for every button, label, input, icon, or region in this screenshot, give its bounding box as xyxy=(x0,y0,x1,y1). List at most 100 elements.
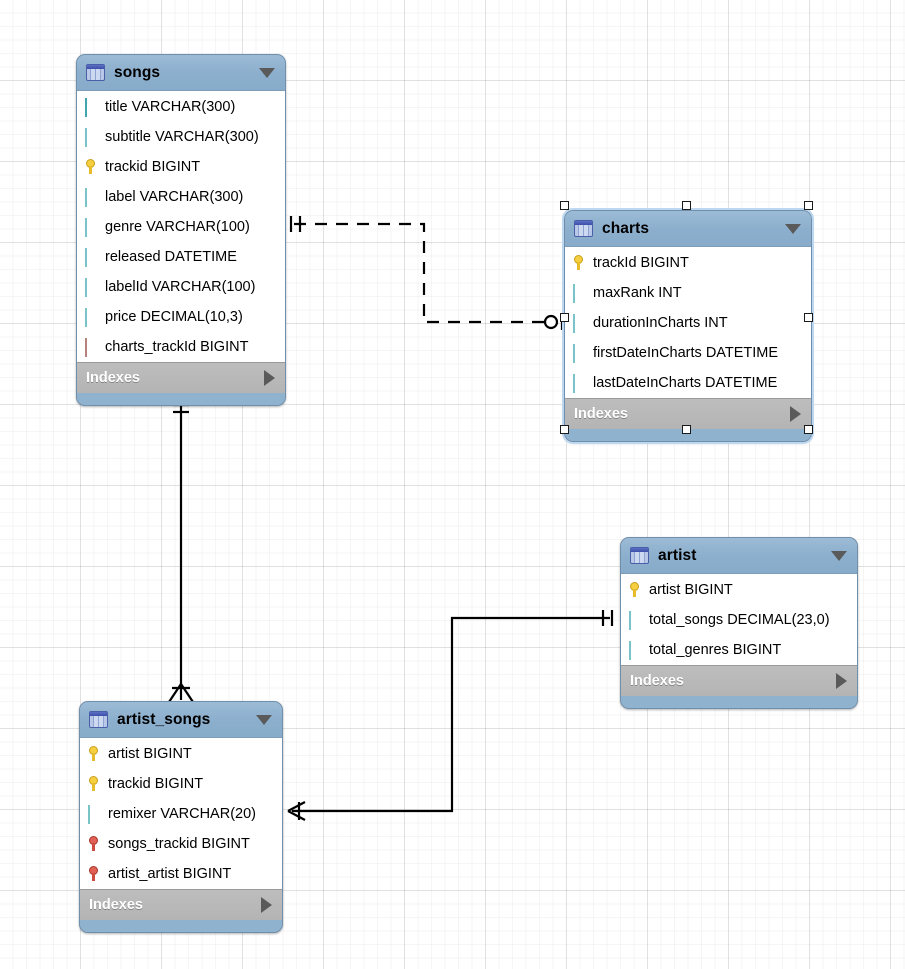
key-red-icon xyxy=(86,866,102,882)
table-title: artist xyxy=(658,546,697,564)
chevron-down-icon[interactable] xyxy=(831,550,847,561)
table-row[interactable]: lastDateInCharts DATETIME xyxy=(565,368,811,398)
table-row[interactable]: durationInCharts INT xyxy=(565,308,811,338)
column-label: trackid BIGINT xyxy=(108,775,204,792)
diamond-hollow-icon xyxy=(571,314,587,333)
triangle-right-icon[interactable] xyxy=(261,897,272,913)
diamond-hollow-icon xyxy=(627,641,643,660)
resize-handle[interactable] xyxy=(804,425,813,434)
indexes-bar[interactable]: Indexes xyxy=(565,398,811,429)
table-row[interactable]: firstDateInCharts DATETIME xyxy=(565,338,811,368)
diamond-red-icon xyxy=(83,338,99,357)
indexes-bar[interactable]: Indexes xyxy=(77,362,285,393)
column-label: remixer VARCHAR(20) xyxy=(108,805,256,822)
table-row[interactable]: trackId BIGINT xyxy=(565,248,811,278)
table-row[interactable]: title VARCHAR(300) xyxy=(77,92,285,122)
diamond-filled-icon xyxy=(83,98,99,117)
column-label: artist_artist BIGINT xyxy=(108,865,232,882)
resize-handle[interactable] xyxy=(560,425,569,434)
column-label: price DECIMAL(10,3) xyxy=(105,308,243,325)
table-row[interactable]: labelId VARCHAR(100) xyxy=(77,272,285,302)
table-charts[interactable]: charts trackId BIGINT maxRank INT durati… xyxy=(562,208,814,444)
table-row[interactable]: remixer VARCHAR(20) xyxy=(80,799,282,829)
table-row[interactable]: charts_trackId BIGINT xyxy=(77,332,285,362)
relationship-songs-artistsongs[interactable] xyxy=(168,398,194,703)
table-footer xyxy=(80,920,282,932)
relationship-songs-charts[interactable] xyxy=(289,216,564,330)
key-yellow-icon xyxy=(86,776,102,792)
column-label: total_genres BIGINT xyxy=(649,641,782,658)
resize-handle[interactable] xyxy=(804,313,813,322)
table-header[interactable]: artist xyxy=(621,538,857,574)
cardinality-crowsfoot xyxy=(287,801,306,821)
table-header[interactable]: charts xyxy=(565,211,811,247)
table-row[interactable]: total_genres BIGINT xyxy=(621,635,857,665)
chevron-down-icon[interactable] xyxy=(785,223,801,234)
diamond-hollow-icon xyxy=(627,611,643,630)
diamond-hollow-icon xyxy=(83,128,99,147)
column-label: total_songs DECIMAL(23,0) xyxy=(649,611,830,628)
table-header[interactable]: songs xyxy=(77,55,285,91)
relationship-artistsongs-artist[interactable] xyxy=(287,610,614,821)
triangle-right-icon[interactable] xyxy=(836,673,847,689)
resize-handle[interactable] xyxy=(804,201,813,210)
table-footer xyxy=(565,429,811,441)
table-songs[interactable]: songs title VARCHAR(300) subtitle VARCHA… xyxy=(76,54,286,406)
resize-handle[interactable] xyxy=(560,201,569,210)
table-row[interactable]: artist_artist BIGINT xyxy=(80,859,282,889)
chevron-down-icon[interactable] xyxy=(259,67,275,78)
table-title: songs xyxy=(114,63,161,81)
table-icon xyxy=(574,220,593,237)
chevron-down-icon[interactable] xyxy=(256,714,272,725)
table-row[interactable]: subtitle VARCHAR(300) xyxy=(77,122,285,152)
indexes-label: Indexes xyxy=(574,406,628,422)
table-columns: trackId BIGINT maxRank INT durationInCha… xyxy=(565,247,811,398)
indexes-label: Indexes xyxy=(630,673,684,689)
indexes-label: Indexes xyxy=(86,370,140,386)
diamond-hollow-icon xyxy=(86,805,102,824)
resize-handle[interactable] xyxy=(682,425,691,434)
table-artist-songs[interactable]: artist_songs artist BIGINT trackid BIGIN… xyxy=(79,701,283,933)
key-yellow-icon xyxy=(86,746,102,762)
triangle-right-icon[interactable] xyxy=(264,370,275,386)
column-label: artist BIGINT xyxy=(108,745,192,762)
diamond-hollow-icon xyxy=(83,278,99,297)
table-row[interactable]: maxRank INT xyxy=(565,278,811,308)
resize-handle[interactable] xyxy=(682,201,691,210)
table-row[interactable]: artist BIGINT xyxy=(621,575,857,605)
table-row[interactable]: trackid BIGINT xyxy=(80,769,282,799)
table-footer xyxy=(621,696,857,708)
connector-line-songs-charts xyxy=(294,222,546,324)
key-yellow-icon xyxy=(627,582,643,598)
table-header[interactable]: artist_songs xyxy=(80,702,282,738)
column-label: released DATETIME xyxy=(105,248,237,265)
table-row[interactable]: songs_trackid BIGINT xyxy=(80,829,282,859)
indexes-bar[interactable]: Indexes xyxy=(80,889,282,920)
table-columns: title VARCHAR(300) subtitle VARCHAR(300)… xyxy=(77,91,285,362)
triangle-right-icon[interactable] xyxy=(790,406,801,422)
indexes-bar[interactable]: Indexes xyxy=(621,665,857,696)
table-row[interactable]: trackid BIGINT xyxy=(77,152,285,182)
column-label: lastDateInCharts DATETIME xyxy=(593,374,778,391)
column-label: durationInCharts INT xyxy=(593,314,728,331)
table-row[interactable]: total_songs DECIMAL(23,0) xyxy=(621,605,857,635)
cardinality-crowsfoot xyxy=(168,683,194,703)
table-row[interactable]: genre VARCHAR(100) xyxy=(77,212,285,242)
table-row[interactable]: label VARCHAR(300) xyxy=(77,182,285,212)
table-row[interactable]: released DATETIME xyxy=(77,242,285,272)
table-icon xyxy=(89,711,108,728)
key-red-icon xyxy=(86,836,102,852)
cardinality-zero-circle xyxy=(543,314,559,330)
table-columns: artist BIGINT trackid BIGINT remixer VAR… xyxy=(80,738,282,889)
table-artist[interactable]: artist artist BIGINT total_songs DECIMAL… xyxy=(620,537,858,709)
connector-line-artistsongs-artist xyxy=(292,616,610,813)
resize-handle[interactable] xyxy=(560,313,569,322)
table-icon xyxy=(86,64,105,81)
diamond-hollow-icon xyxy=(571,284,587,303)
column-label: label VARCHAR(300) xyxy=(105,188,244,205)
column-label: artist BIGINT xyxy=(649,581,733,598)
table-row[interactable]: price DECIMAL(10,3) xyxy=(77,302,285,332)
table-row[interactable]: artist BIGINT xyxy=(80,739,282,769)
column-label: subtitle VARCHAR(300) xyxy=(105,128,259,145)
